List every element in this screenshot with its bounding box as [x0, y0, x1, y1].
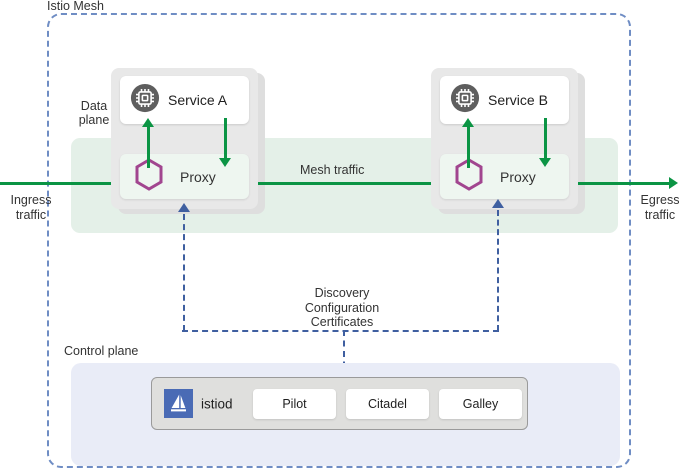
service-b-label: Service B: [488, 92, 548, 108]
istio-sailboat-logo-icon: [164, 389, 193, 418]
hexagon-icon: [134, 157, 164, 196]
egress-traffic-line: [578, 182, 672, 185]
proxy-b-to-service-b-arrow-icon: [461, 118, 474, 127]
egress-arrow-icon: [669, 177, 678, 189]
pod-a: Service A Proxy: [111, 68, 258, 209]
service-b-box: Service B: [440, 76, 569, 124]
component-galley[interactable]: Galley: [439, 389, 522, 419]
service-a-box: Service A: [120, 76, 249, 124]
control-plane-label: Control plane: [64, 344, 139, 358]
istiod-label: istiod: [201, 396, 233, 411]
service-a-label: Service A: [168, 92, 228, 108]
chip-icon: [450, 83, 480, 118]
ingress-traffic-line: [0, 182, 128, 185]
component-pilot[interactable]: Pilot: [253, 389, 336, 419]
pod-b: Service B Proxy: [431, 68, 578, 209]
chip-icon: [130, 83, 160, 118]
service-b-to-proxy-b-arrow-icon: [538, 158, 551, 167]
discovery-left-line: [183, 214, 185, 331]
service-a-to-proxy-a-line: [224, 118, 227, 160]
proxy-a-to-service-a-line: [147, 126, 150, 168]
proxy-a-label: Proxy: [180, 168, 216, 185]
proxy-b-to-service-b-line: [467, 126, 470, 168]
discovery-horizontal-line: [182, 330, 499, 332]
proxy-a-to-service-a-arrow-icon: [141, 118, 154, 127]
component-citadel[interactable]: Citadel: [346, 389, 429, 419]
discovery-stem-line: [343, 330, 345, 378]
discovery-to-proxy-a-arrow-icon: [178, 203, 190, 212]
istiod-container: istiod Pilot Citadel Galley: [151, 377, 528, 430]
discovery-to-proxy-b-arrow-icon: [492, 199, 504, 208]
discovery-right-line: [497, 210, 499, 331]
hexagon-icon: [454, 157, 484, 196]
istio-mesh-label: Istio Mesh: [47, 0, 104, 13]
mesh-traffic-label: Mesh traffic: [300, 163, 365, 177]
mesh-traffic-line: [258, 182, 444, 185]
istio-mesh-boundary: [47, 13, 631, 468]
service-b-to-proxy-b-line: [544, 118, 547, 160]
service-a-to-proxy-a-arrow-icon: [218, 158, 231, 167]
proxy-b-label: Proxy: [500, 168, 536, 185]
